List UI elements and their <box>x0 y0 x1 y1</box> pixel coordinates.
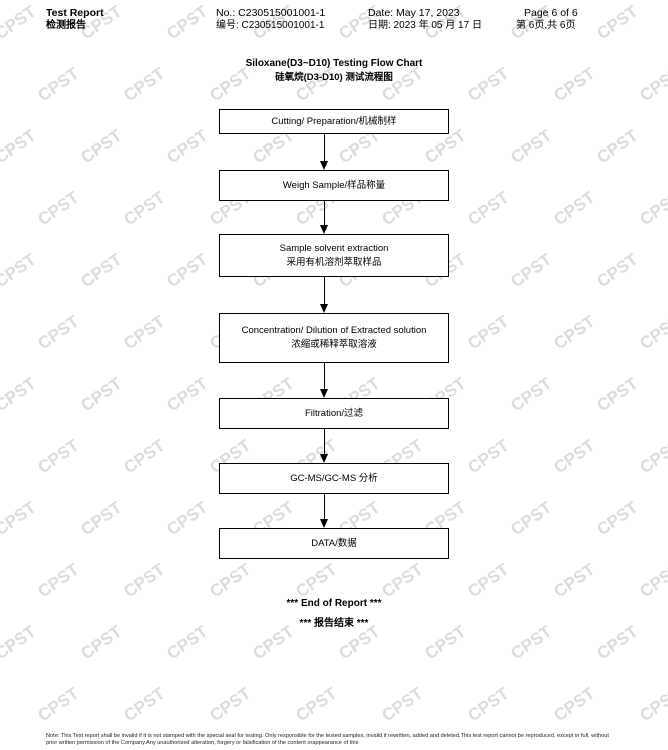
flow-step-5: Filtration/过滤 <box>219 398 449 429</box>
flow-step-label: Cutting/ Preparation/机械制样 <box>271 115 397 127</box>
page-indicator: Page 6 of 6 <box>524 7 578 19</box>
report-date-cn: 日期: 2023 年 05 月 17 日 <box>368 20 482 31</box>
report-number: No.: C230515001001-1 <box>216 7 326 19</box>
page-indicator-cn: 第 6页,共 6页 <box>516 20 576 31</box>
report-date: Date: May 17, 2023 <box>368 7 460 19</box>
flow-arrow <box>320 134 328 170</box>
report-number-cn: 编号: C230515001001-1 <box>216 20 325 31</box>
flow-step-label: Concentration/ Dilution of Extracted sol… <box>241 325 427 336</box>
flow-chart-title-cn: 硅氧烷(D3-D10) 测试流程图 <box>275 72 393 83</box>
flow-step-1: Cutting/ Preparation/机械制样 <box>219 109 449 134</box>
flow-arrow <box>320 429 328 463</box>
flow-arrow <box>320 201 328 234</box>
flow-step-label: DATA/数据 <box>311 537 357 549</box>
flow-step-label: GC-MS/GC-MS 分析 <box>290 472 378 484</box>
report-title: Test Report <box>46 7 104 19</box>
flow-step-2: Weigh Sample/样品称量 <box>219 170 449 201</box>
flow-step-3: Sample solvent extraction 采用有机溶剂萃取样品 <box>219 234 449 277</box>
footer-disclaimer: Note: This Test report shall be invalid … <box>46 733 609 746</box>
flow-step-7: DATA/数据 <box>219 528 449 559</box>
flow-step-label-cn: 浓缩或稀释萃取溶液 <box>291 339 377 350</box>
end-of-report: *** End of Report *** <box>286 598 382 609</box>
flow-step-label: Sample solvent extraction <box>279 242 389 254</box>
flow-step-6: GC-MS/GC-MS 分析 <box>219 463 449 494</box>
flow-step-label: Filtration/过滤 <box>304 407 364 419</box>
flow-step-4: Concentration/ Dilution of Extracted sol… <box>219 313 449 363</box>
flow-chart-title: Siloxane(D3~D10) Testing Flow Chart <box>245 58 423 69</box>
flow-step-label-cn: 采用有机溶剂萃取样品 <box>286 256 382 268</box>
flow-arrow <box>320 363 328 398</box>
report-title-cn: 检测报告 <box>46 20 86 31</box>
flow-arrow <box>320 277 328 313</box>
flow-arrow <box>320 494 328 528</box>
end-of-report-cn: *** 报告结束 *** <box>299 618 369 629</box>
flow-step-label: Weigh Sample/样品称量 <box>282 179 386 191</box>
